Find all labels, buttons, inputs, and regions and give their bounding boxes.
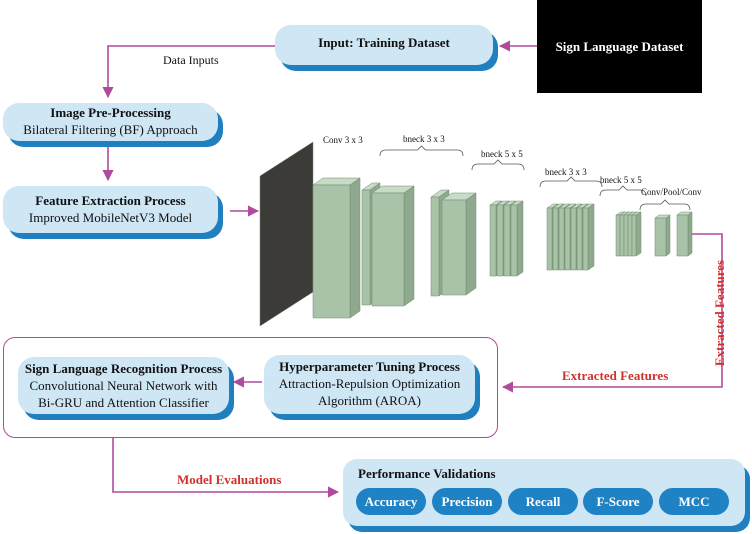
tuning-line1: Attraction-Repulsion Optimization (278, 376, 461, 391)
cnn-layer-b2-0 (489, 204, 497, 277)
cnn-brace-3 (599, 185, 647, 197)
cnn-layer-b1a (361, 189, 371, 306)
metric-precision: Precision (432, 488, 502, 515)
feature-title: Feature Extraction Process (35, 193, 186, 208)
cnn-layer-b4-4 (631, 214, 637, 257)
cnn-layer-b4-3 (627, 214, 633, 257)
cnn-label-5: Conv/Pool/Conv (641, 187, 702, 197)
cnn-layer-b1b-side (403, 185, 415, 307)
recognition-line1: Convolutional Neural Network with (29, 378, 218, 393)
cnn-layer-b2-1 (496, 204, 504, 277)
sign-language-dataset-box: Sign Language Dataset (537, 0, 702, 93)
cnn-layer-conv1-side (349, 177, 361, 319)
recognition-box: Sign Language Recognition Process Convol… (18, 357, 229, 414)
cnn-layer-b2-3 (510, 204, 518, 277)
cnn-brace-4 (639, 199, 691, 211)
cnn-layer-b1d (441, 199, 467, 296)
cnn-layer-b3-3 (564, 207, 571, 271)
metric-mcc: MCC (659, 488, 729, 515)
cnn-layer-b1b (371, 192, 405, 307)
cnn-brace-0 (379, 145, 464, 157)
cnn-layer-b4-2 (623, 214, 629, 257)
cnn-layer-b3-2 (558, 207, 565, 271)
cnn-layer-b3-6-side (587, 203, 595, 271)
data-inputs-label: Data Inputs (163, 53, 219, 67)
performance-validations-box: Performance Validations Accuracy Precisi… (343, 459, 745, 526)
arrow-input-to-preprocessing (102, 45, 275, 99)
cnn-layer-b3-6 (582, 207, 589, 271)
dataset-label: Sign Language Dataset (555, 38, 684, 54)
tuning-line2: Algorithm (AROA) (318, 393, 421, 408)
cnn-label-1: bneck 3 x 3 (403, 134, 445, 144)
cnn-layer-conv2-side (665, 214, 671, 257)
cnn-brace-1 (471, 159, 525, 171)
tuning-box: Hyperparameter Tuning Process Attraction… (264, 355, 475, 414)
extracted-features-horizontal: Extracted Features (562, 368, 669, 383)
cnn-label-4: bneck 5 x 5 (600, 175, 642, 185)
cnn-label-2: bneck 5 x 5 (481, 149, 523, 159)
cnn-layer-b2-3-side (516, 200, 524, 277)
model-evaluations-label: Model Evaluations (177, 472, 282, 487)
cnn-layer-conv1 (312, 184, 351, 319)
cnn-layer-conv2 (654, 217, 667, 257)
cnn-layer-b3-5 (576, 207, 583, 271)
cnn-layer-b3-1 (552, 207, 559, 271)
tuning-title: Hyperparameter Tuning Process (279, 359, 460, 374)
arrow-group-to-performance (112, 438, 340, 498)
cnn-layer-conv3 (676, 214, 689, 257)
recognition-line2: Bi-GRU and Attention Classifier (38, 395, 209, 410)
preprocessing-box: Image Pre-Processing Bilateral Filtering… (3, 103, 218, 141)
cnn-layer-b1c (430, 196, 440, 297)
cnn-layer-b4-0 (615, 214, 621, 257)
preprocessing-title: Image Pre-Processing (50, 105, 171, 120)
input-label: Input: Training Dataset (318, 35, 450, 50)
cnn-layer-b4-4-side (635, 211, 642, 257)
cnn-layer-b4-1 (619, 214, 625, 257)
cnn-layer-b3-4 (570, 207, 577, 271)
cnn-layer-conv3-side (687, 211, 693, 257)
metric-fscore: F-Score (583, 488, 653, 515)
cnn-label-3: bneck 3 x 3 (545, 167, 587, 177)
cnn-layer-b3-0 (546, 207, 553, 271)
cnn-layer-b2-2 (503, 204, 511, 277)
arrow-cnn-to-tuning (501, 233, 723, 393)
preprocessing-sub: Bilateral Filtering (BF) Approach (23, 122, 198, 137)
feature-extraction-box: Feature Extraction Process Improved Mobi… (3, 186, 218, 233)
recognition-title: Sign Language Recognition Process (24, 361, 223, 376)
metric-accuracy: Accuracy (356, 488, 426, 515)
metric-recall: Recall (508, 488, 578, 515)
input-training-dataset-box: Input: Training Dataset (275, 25, 493, 65)
cnn-label-0: Conv 3 x 3 (323, 135, 363, 145)
cnn-brace-2 (539, 176, 603, 188)
cnn-input-image (259, 141, 314, 327)
cnn-layer-b1d-side (465, 192, 477, 296)
recognition-group (3, 337, 498, 438)
extracted-features-vertical: Extracted Features (712, 259, 727, 367)
performance-title: Performance Validations (358, 466, 496, 481)
feature-sub: Improved MobileNetV3 Model (28, 210, 193, 225)
